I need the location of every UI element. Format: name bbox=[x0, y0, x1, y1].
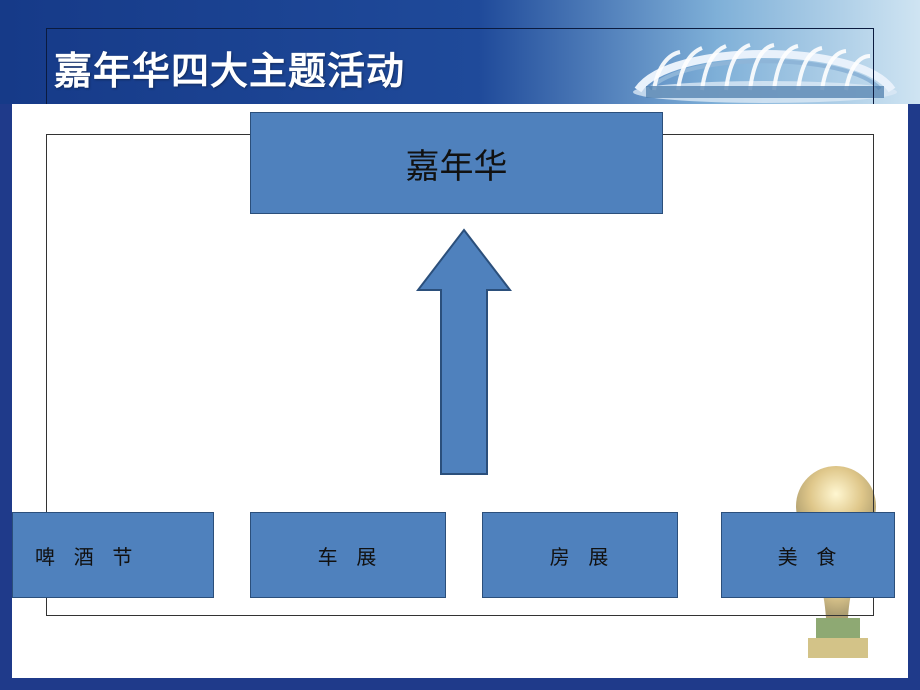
theme-box-auto-show: 车 展 bbox=[250, 512, 446, 598]
theme-box-food: 美 食 bbox=[721, 512, 895, 598]
theme-box-property-show: 房 展 bbox=[482, 512, 678, 598]
theme-box-beer-festival: 啤 酒 节 bbox=[12, 512, 214, 598]
carnival-box: 嘉年华 bbox=[250, 112, 663, 214]
slide-title: 嘉年华四大主题活动 bbox=[54, 49, 406, 93]
stadium-icon bbox=[633, 43, 897, 103]
up-arrow bbox=[416, 228, 512, 475]
header-banner bbox=[0, 0, 920, 104]
